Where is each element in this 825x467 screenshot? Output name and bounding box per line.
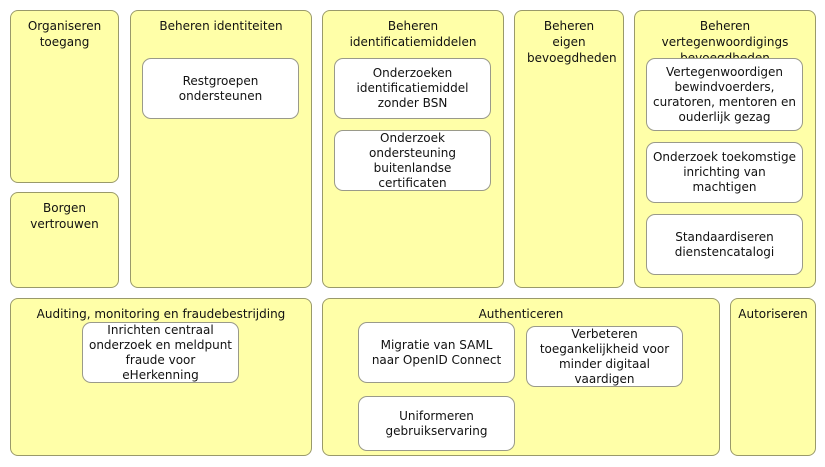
- item-onderzoeken-zonder-bsn[interactable]: Onderzoeken identificatiemiddel zonder B…: [334, 58, 491, 119]
- item-saml-openid[interactable]: Migratie van SAML naar OpenID Connect: [358, 322, 515, 383]
- group-borgen-vertrouwen: Borgen vertrouwen: [10, 192, 119, 288]
- group-autoriseren: Autoriseren: [730, 298, 816, 456]
- item-meldpunt-fraude[interactable]: Inrichten centraal onderzoek en meldpunt…: [82, 322, 239, 383]
- group-title: Authenticeren: [478, 307, 564, 321]
- group-title: Beheren identiteiten: [159, 19, 283, 33]
- item-buitenlandse-certificaten[interactable]: Onderzoek ondersteuning buitenlandse cer…: [334, 130, 491, 191]
- item-toegankelijkheid[interactable]: Verbeteren toegankelijkheid voor minder …: [526, 326, 683, 387]
- group-title: Beheren eigen bevoegdheden: [527, 19, 617, 65]
- group-title: Auditing, monitoring en fraudebestrijdin…: [36, 307, 286, 321]
- group-title: Autoriseren: [738, 307, 808, 321]
- group-title: Borgen vertrouwen: [30, 201, 99, 231]
- item-gebruikservaring[interactable]: Uniformeren gebruikservaring: [358, 396, 515, 451]
- group-title: Organiseren toegang: [27, 19, 102, 49]
- group-beheren-identiteiten: Beheren identiteiten: [130, 10, 312, 288]
- group-beheren-eigen-bevoegdheden: Beheren eigen bevoegdheden: [514, 10, 624, 288]
- group-title: Beheren identificatiemiddelen: [349, 19, 477, 49]
- item-vertegenwoordigen[interactable]: Vertegenwoordigen bewindvoerders, curato…: [646, 58, 803, 131]
- item-dienstencatalogi[interactable]: Standaardiseren dienstencatalogi: [646, 214, 803, 275]
- item-restgroepen-ondersteunen[interactable]: Restgroepen ondersteunen: [142, 58, 299, 119]
- group-organiseren-toegang: Organiseren toegang: [10, 10, 119, 183]
- item-toekomstige-inrichting[interactable]: Onderzoek toekomstige inrichting van mac…: [646, 142, 803, 203]
